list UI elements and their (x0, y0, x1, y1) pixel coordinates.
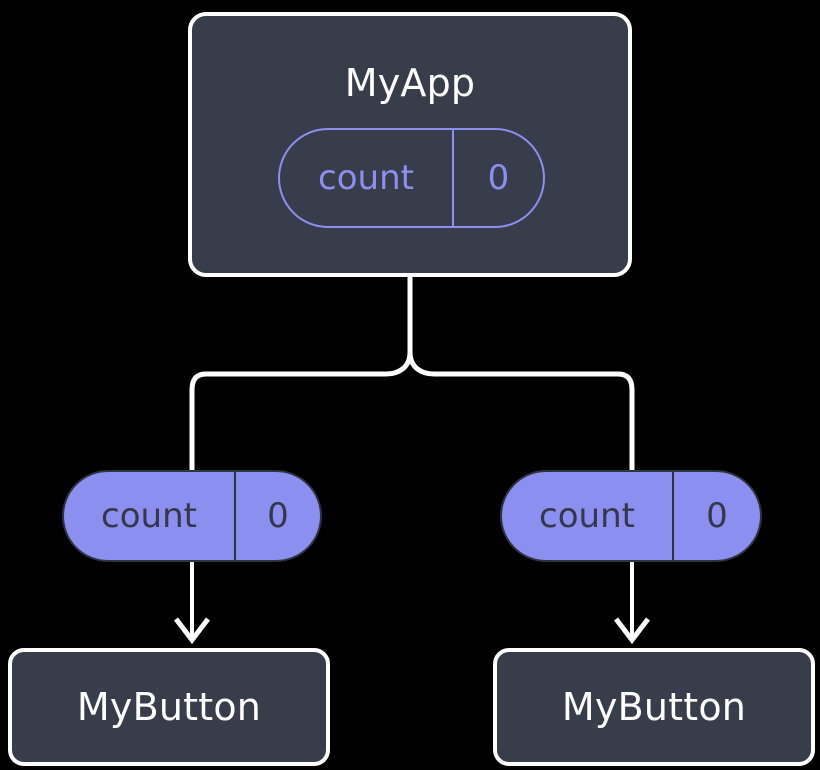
component-title: MyButton (561, 685, 747, 729)
edge-fork-left (189, 349, 413, 473)
state-pill-root[interactable]: count 0 (278, 128, 545, 228)
prop-pill-value: 0 (672, 472, 760, 560)
state-pill-name: count (318, 158, 414, 198)
prop-pill-value: 0 (234, 472, 320, 560)
component-title: MyApp (344, 61, 476, 105)
state-pill-value: 0 (452, 130, 543, 226)
prop-pill-left[interactable]: count 0 (62, 470, 322, 562)
component-node-mybutton-right[interactable]: MyButton (493, 648, 815, 766)
prop-pill-name: count (101, 496, 197, 536)
prop-pill-name: count (539, 496, 635, 536)
component-title: MyButton (76, 685, 262, 729)
component-node-mybutton-left[interactable]: MyButton (8, 648, 330, 766)
prop-pill-right[interactable]: count 0 (500, 470, 762, 562)
arrow-head-right-icon (614, 617, 650, 645)
edge-fork-right (407, 349, 635, 473)
arrow-head-left-icon (174, 617, 210, 645)
